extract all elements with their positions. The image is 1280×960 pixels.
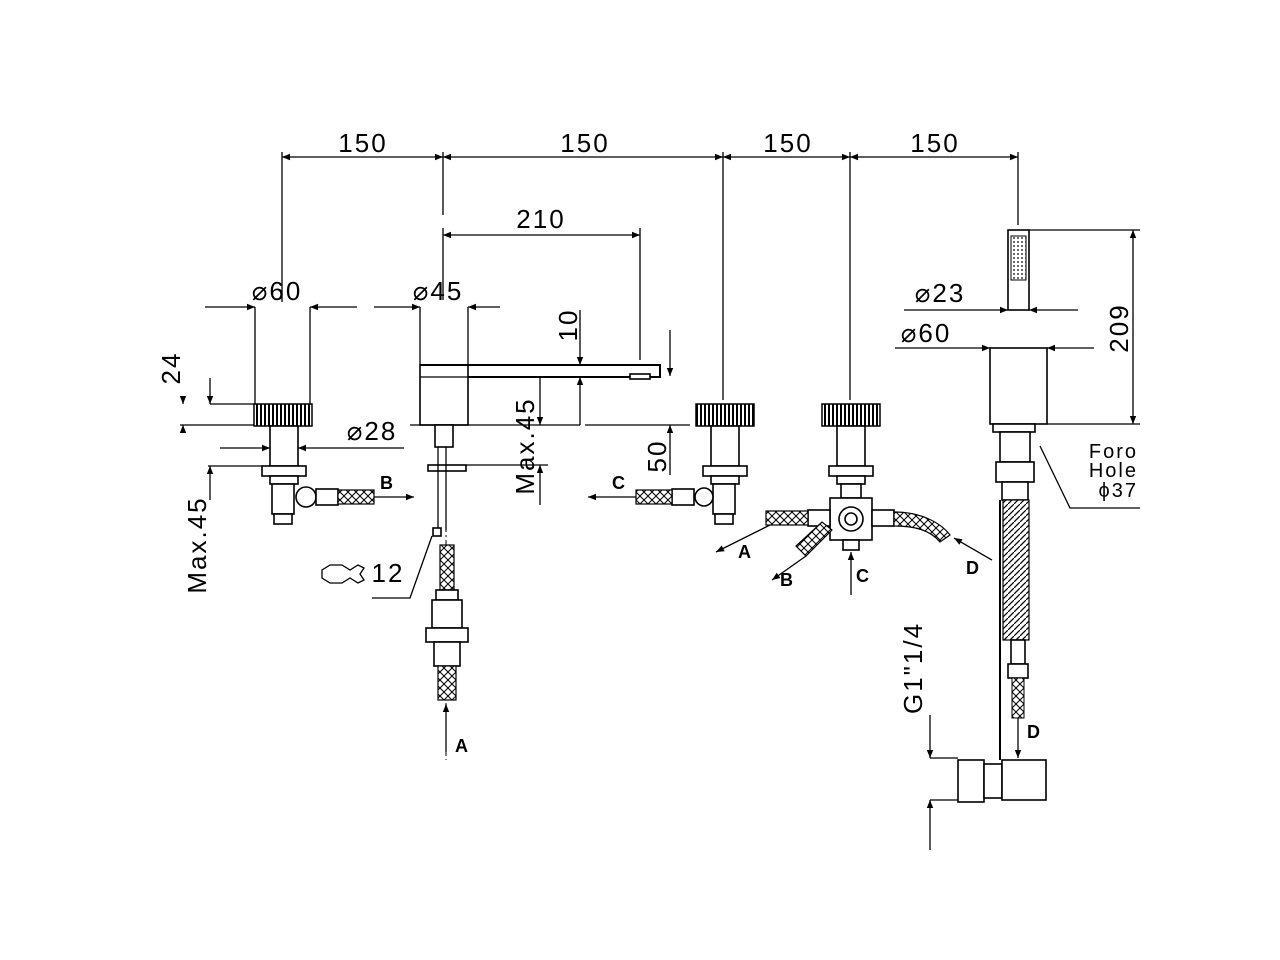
dim-base-diameter: ⌀28	[347, 416, 398, 446]
left-valve: ⌀60 B 24 Max.45 ⌀28	[156, 276, 414, 594]
dim-max-deck-left: Max.45	[182, 496, 212, 593]
label-c-diverter: C	[856, 566, 869, 586]
dim-spacing-1: 150	[338, 128, 387, 158]
label-b-left: B	[380, 473, 393, 493]
dim-wrench-size: 12	[372, 558, 405, 588]
dim-handshower-diameter: ⌀23	[915, 278, 966, 308]
right-knurled-handle	[695, 403, 755, 427]
spout: ⌀45 A 12 10	[321, 276, 690, 760]
dim-spout-height: 50	[642, 440, 672, 473]
hole-note-line2: Hole	[1089, 460, 1138, 482]
label-c-right-valve: C	[612, 473, 625, 493]
dim-spacing-3: 150	[763, 128, 812, 158]
label-d-diverter: D	[966, 558, 979, 578]
hand-shower: D G1"1/4 ⌀23 ⌀60 209 Foro Hole ϕ37	[895, 229, 1140, 850]
handset-spray-face	[1010, 235, 1027, 281]
dim-spout-reach: 210	[516, 204, 565, 234]
right-valve: C	[588, 403, 755, 525]
diverter-knurled-handle	[821, 403, 881, 427]
label-a-diverter: A	[738, 542, 751, 562]
dim-spacing-2: 150	[560, 128, 609, 158]
dim-max-deck-mid: Max.45	[510, 397, 540, 494]
dim-thread: G1"1/4	[898, 622, 928, 714]
dim-handshower-base-diameter: ⌀60	[901, 318, 952, 348]
dim-spout-thickness: 10	[553, 309, 583, 342]
label-b-diverter: B	[780, 570, 793, 590]
dim-handle-height: 24	[156, 352, 186, 385]
wrench-icon	[321, 564, 365, 584]
dim-valve-diameter: ⌀60	[252, 276, 303, 306]
hole-note-line1: Foro	[1089, 441, 1138, 463]
spacing-dimensions: 150 150 150 150 210	[281, 128, 1019, 400]
dim-spacing-4: 150	[910, 128, 959, 158]
hole-note-line3: ϕ37	[1099, 480, 1138, 502]
dim-spout-diameter: ⌀45	[413, 276, 464, 306]
label-a-spout: A	[455, 736, 468, 756]
diverter: A B C D	[715, 403, 993, 595]
dim-handshower-height: 209	[1104, 303, 1134, 352]
left-knurled-handle	[253, 403, 313, 427]
label-d-handshower: D	[1027, 722, 1040, 742]
